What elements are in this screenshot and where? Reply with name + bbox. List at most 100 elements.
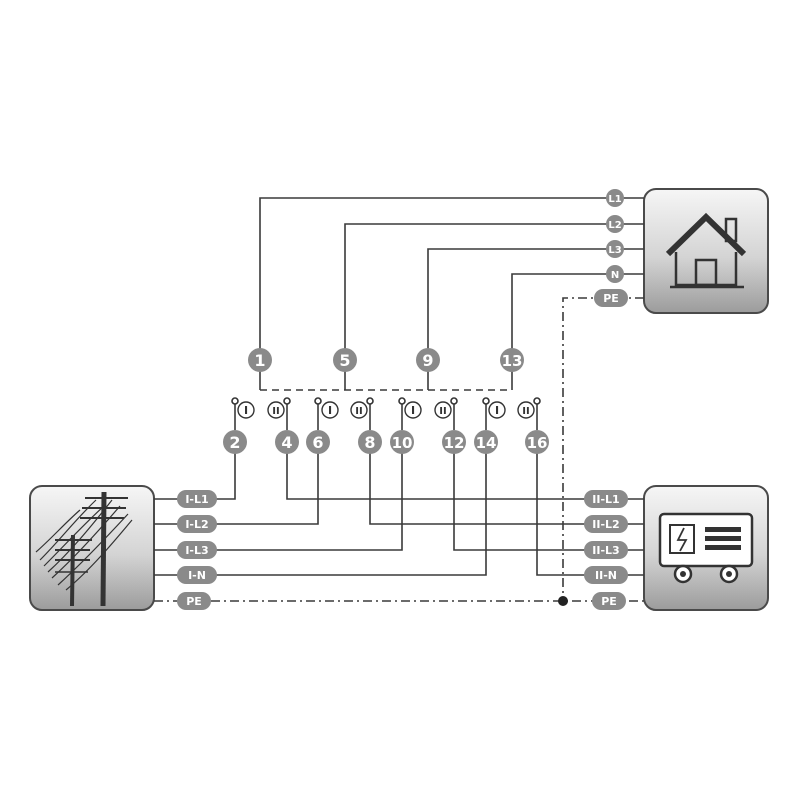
grid-terminal-i-l3: I-L3: [177, 541, 217, 559]
switch-position-markers: I II I II I II I II: [237, 401, 535, 419]
terminal-number-5: 5: [333, 348, 357, 372]
terminal-number-12: 12: [442, 430, 466, 454]
position-marker-pole-3-i: I: [404, 401, 422, 419]
svg-text:I-L1: I-L1: [185, 493, 208, 506]
position-marker-pole-2-ii: II: [350, 401, 368, 419]
contact-terminal-12: [450, 397, 458, 405]
position-marker-pole-1-ii: II: [267, 401, 285, 419]
generator-terminal-ii-l2: II-L2: [584, 515, 628, 533]
grid-terminal-labels: I-L1 I-L2 I-L3 I-N PE: [177, 490, 217, 610]
svg-text:II-L3: II-L3: [592, 544, 619, 557]
contact-terminal-14: [482, 397, 490, 405]
svg-text:I: I: [495, 404, 499, 417]
generator-terminal-ii-l1: II-L1: [584, 490, 628, 508]
contact-terminal-4: [283, 397, 291, 405]
wire-gen-l3: [453, 442, 644, 551]
svg-text:14: 14: [476, 434, 497, 452]
terminal-number-4: 4: [275, 430, 299, 454]
power-pylon-icon: [35, 491, 133, 607]
generator-terminal-pe: PE: [592, 592, 626, 610]
wire-house-n: [511, 273, 644, 373]
house-terminal-l2: L2: [606, 215, 624, 233]
wire-house-l2: [344, 223, 644, 373]
grid-panel: [29, 485, 155, 611]
wire-grid-l3: [154, 442, 403, 551]
wire-house-l3: [427, 248, 644, 373]
terminal-number-9: 9: [416, 348, 440, 372]
house-terminal-labels: L1 L2 L3 N PE: [594, 189, 628, 307]
generator-terminal-ii-n: II-N: [584, 566, 628, 584]
pe-junction-dot: [558, 596, 568, 606]
position-marker-pole-3-ii: II: [434, 401, 452, 419]
contact-terminal-16: [533, 397, 541, 405]
position-marker-pole-4-i: I: [488, 401, 506, 419]
svg-text:8: 8: [364, 433, 375, 452]
svg-text:II-N: II-N: [595, 569, 617, 582]
svg-text:I: I: [328, 404, 332, 417]
contact-terminal-2: [231, 397, 239, 405]
svg-text:I-L2: I-L2: [185, 518, 208, 531]
house-terminal-n: N: [606, 265, 624, 283]
svg-text:1: 1: [254, 351, 265, 370]
wires: [154, 197, 644, 606]
switch-terminal-numbers: 1 5 9 13 2 4 6 8: [223, 348, 549, 454]
svg-text:PE: PE: [186, 595, 202, 608]
contact-terminal-10: [398, 397, 406, 405]
svg-text:L1: L1: [608, 194, 621, 205]
contact-terminal-8: [366, 397, 374, 405]
svg-text:I-L3: I-L3: [185, 544, 208, 557]
svg-text:9: 9: [422, 351, 433, 370]
terminal-number-6: 6: [306, 430, 330, 454]
generator-terminal-labels: II-L1 II-L2 II-L3 II-N PE: [584, 490, 628, 610]
svg-text:II: II: [439, 406, 446, 417]
generator-terminal-ii-l3: II-L3: [584, 541, 628, 559]
svg-text:10: 10: [392, 434, 413, 452]
svg-text:13: 13: [502, 352, 523, 370]
svg-text:N: N: [611, 270, 619, 281]
grid-terminal-i-l1: I-L1: [177, 490, 217, 508]
svg-text:PE: PE: [601, 595, 617, 608]
svg-text:6: 6: [312, 433, 323, 452]
terminal-number-14: 14: [474, 430, 498, 454]
svg-text:II: II: [272, 406, 279, 417]
generator-panel: [643, 485, 769, 611]
house-terminal-pe: PE: [594, 289, 628, 307]
svg-text:II: II: [522, 406, 529, 417]
terminal-number-16: 16: [525, 430, 549, 454]
generator-icon: [658, 512, 754, 584]
svg-text:II: II: [355, 406, 362, 417]
terminal-number-1: 1: [248, 348, 272, 372]
terminal-number-13: 13: [500, 348, 524, 372]
wire-gen-l2: [369, 442, 644, 525]
wire-grid-l2: [154, 442, 319, 525]
svg-text:PE: PE: [603, 292, 619, 305]
svg-text:16: 16: [527, 434, 548, 452]
svg-text:II-L2: II-L2: [592, 518, 619, 531]
house-icon: [665, 212, 747, 289]
house-terminal-l1: L1: [606, 189, 624, 207]
svg-text:5: 5: [339, 351, 350, 370]
terminal-number-8: 8: [358, 430, 382, 454]
svg-text:II-L1: II-L1: [592, 493, 619, 506]
svg-text:I: I: [411, 404, 415, 417]
position-marker-pole-1-i: I: [237, 401, 255, 419]
terminal-number-2: 2: [223, 430, 247, 454]
wire-house-l1: [259, 197, 644, 373]
grid-terminal-pe: PE: [177, 592, 211, 610]
contact-terminal-6: [314, 397, 322, 405]
position-marker-pole-4-ii: II: [517, 401, 535, 419]
svg-text:2: 2: [229, 433, 240, 452]
grid-terminal-i-n: I-N: [177, 566, 217, 584]
svg-text:I-N: I-N: [188, 569, 206, 582]
svg-text:I: I: [244, 404, 248, 417]
svg-text:L2: L2: [608, 220, 621, 231]
svg-text:4: 4: [281, 433, 292, 452]
wire-gen-l1: [286, 442, 644, 500]
svg-text:12: 12: [444, 434, 465, 452]
grid-terminal-i-l2: I-L2: [177, 515, 217, 533]
svg-text:L3: L3: [608, 245, 621, 256]
wire-grid-n: [154, 442, 487, 576]
terminal-number-10: 10: [390, 430, 414, 454]
house-panel: [643, 188, 769, 314]
